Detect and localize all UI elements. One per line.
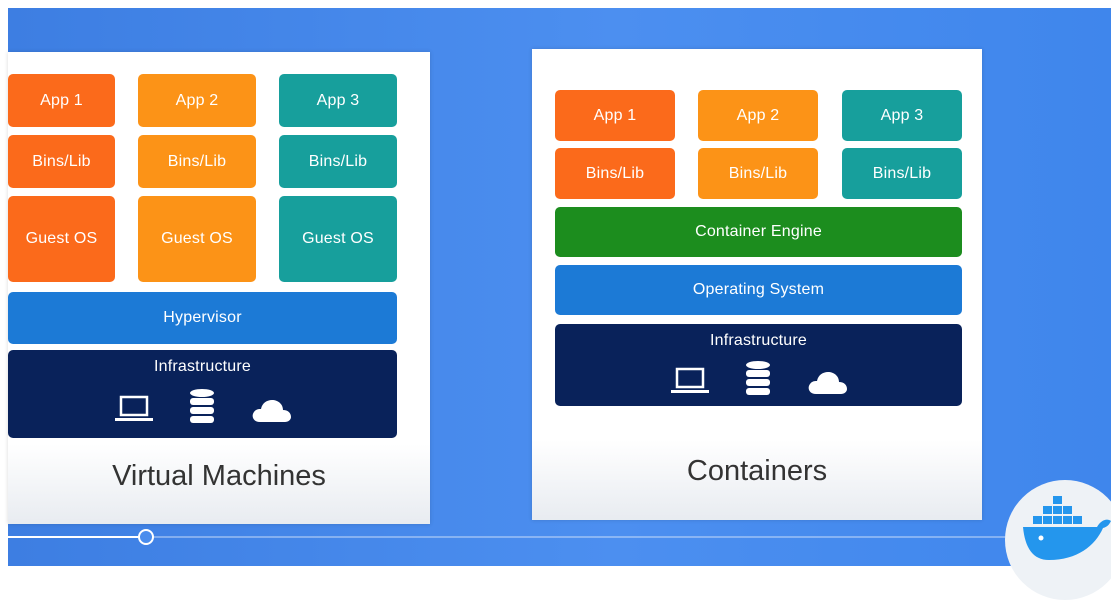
container-engine-block: Container Engine bbox=[555, 207, 962, 257]
vm-guest-os-2-block: Guest OS bbox=[138, 196, 256, 282]
cloud-icon bbox=[250, 398, 292, 424]
vm-hypervisor-block: Hypervisor bbox=[8, 292, 397, 344]
vm-app-1-block: App 1 bbox=[8, 74, 115, 127]
vm-infrastructure-block: Infrastructure bbox=[8, 350, 397, 438]
container-bins-lib-2-block: Bins/Lib bbox=[698, 148, 818, 199]
container-bins-lib-3-block: Bins/Lib bbox=[842, 148, 962, 199]
laptop-icon bbox=[114, 394, 154, 424]
vm-bins-lib-2-block: Bins/Lib bbox=[138, 135, 256, 188]
vm-infrastructure-label: Infrastructure bbox=[153, 358, 252, 375]
container-infrastructure-block: Infrastructure bbox=[555, 324, 962, 406]
vm-guest-os-3-block: Guest OS bbox=[279, 196, 397, 282]
containers-panel: App 1 App 2 App 3 Bins/Lib Bins/Lib Bins… bbox=[532, 49, 982, 520]
vm-bins-lib-3-block: Bins/Lib bbox=[279, 135, 397, 188]
database-icon bbox=[188, 388, 216, 424]
container-infrastructure-label: Infrastructure bbox=[709, 332, 808, 349]
video-progress-handle[interactable] bbox=[138, 529, 154, 545]
database-icon bbox=[744, 360, 772, 396]
virtual-machines-caption: Virtual Machines bbox=[112, 460, 326, 492]
docker-whale-logo bbox=[1005, 480, 1111, 600]
video-progress-bar[interactable] bbox=[8, 529, 1008, 545]
vm-bins-lib-1-block: Bins/Lib bbox=[8, 135, 115, 188]
video-progress-fill bbox=[8, 536, 146, 538]
virtual-machines-panel: App 1 App 2 App 3 Bins/Lib Bins/Lib Bins… bbox=[8, 52, 430, 524]
container-app-3-block: App 3 bbox=[842, 90, 962, 141]
container-bins-lib-1-block: Bins/Lib bbox=[555, 148, 675, 199]
cloud-icon bbox=[806, 370, 848, 396]
operating-system-block: Operating System bbox=[555, 265, 962, 315]
container-app-2-block: App 2 bbox=[698, 90, 818, 141]
vm-app-3-block: App 3 bbox=[279, 74, 397, 127]
vm-guest-os-1-block: Guest OS bbox=[8, 196, 115, 282]
laptop-icon bbox=[670, 366, 710, 396]
container-app-1-block: App 1 bbox=[555, 90, 675, 141]
containers-caption: Containers bbox=[686, 455, 828, 487]
vm-app-2-block: App 2 bbox=[138, 74, 256, 127]
